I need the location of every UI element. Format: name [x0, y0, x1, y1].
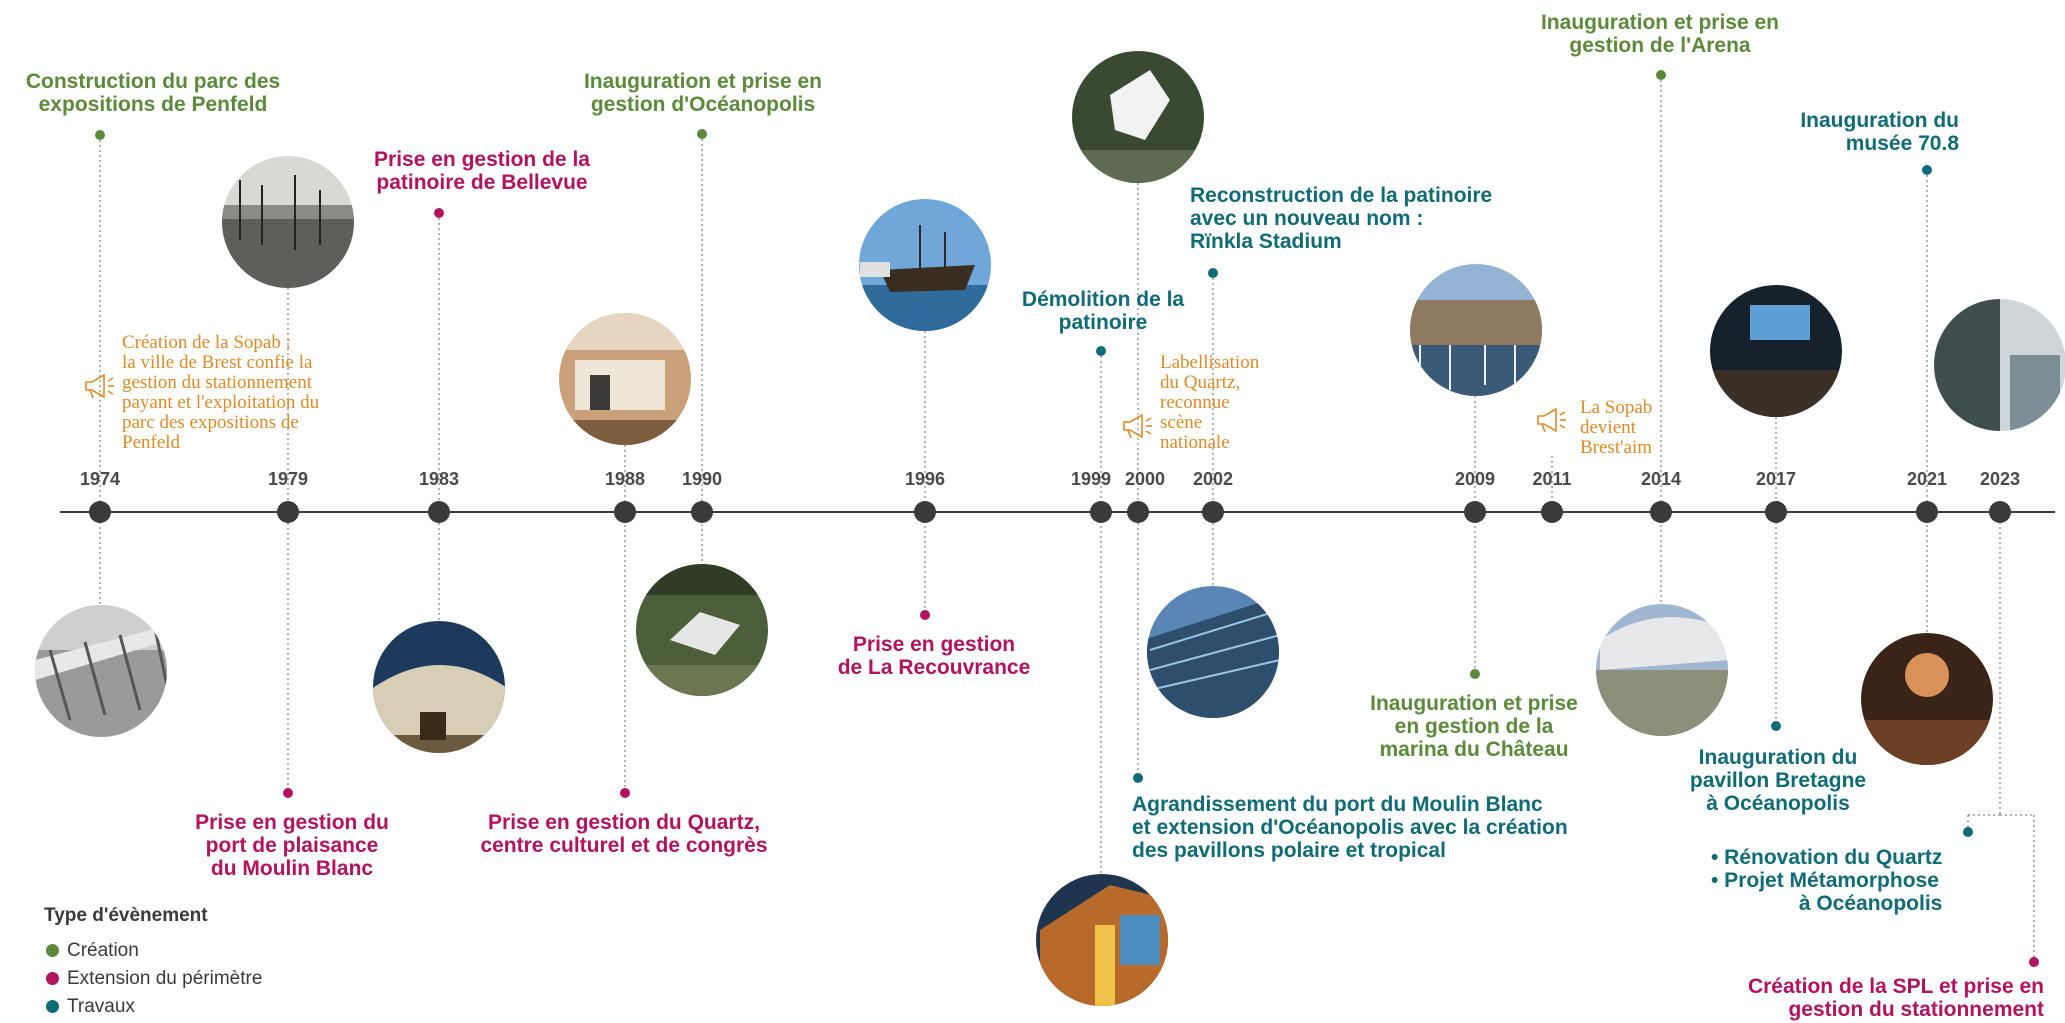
year-label: 2014 — [1640, 469, 1682, 489]
event-label-2023-travaux: • Rénovation du Quartz • Projet Métamorp… — [1711, 846, 1943, 915]
photo-1990 — [636, 564, 768, 696]
event-dot-1999 — [1096, 346, 1106, 356]
photo-2021 — [1861, 633, 1993, 765]
event-dot-2023-creation — [2029, 957, 2039, 967]
legend-item-travaux: Travaux — [46, 996, 135, 1018]
legend-dot — [46, 944, 59, 957]
year-marker-1979 — [277, 501, 299, 523]
legend-dot — [46, 972, 59, 985]
year-marker-2002 — [1202, 501, 1224, 523]
event-label-1988: Prise en gestion du Quartz,centre cultur… — [480, 811, 768, 857]
year-marker-1974 — [89, 501, 111, 523]
photo-1988 — [559, 313, 691, 445]
event-dot-1996 — [920, 610, 930, 620]
event-dot-1979 — [283, 788, 293, 798]
legend-item-extension: Extension du périmètre — [46, 968, 262, 990]
year-marker-1996 — [914, 501, 936, 523]
event-dots — [95, 70, 2039, 967]
year-label: 1983 — [418, 469, 460, 489]
year-marker-1988 — [614, 501, 636, 523]
year-marker-2021 — [1916, 501, 1938, 523]
photo-1999 — [1036, 874, 1168, 1006]
photo-1983 — [373, 621, 505, 753]
year-marker-2014 — [1650, 501, 1672, 523]
year-label: 2011 — [1532, 469, 1572, 489]
year-label: 1990 — [681, 469, 723, 489]
photo-2000 — [1072, 51, 1204, 183]
legend-label: Travaux — [67, 996, 135, 1017]
year-marker-2000 — [1127, 501, 1149, 523]
connector-lines — [99, 75, 2035, 962]
event-dot-1988 — [620, 788, 630, 798]
photo-2023 — [1934, 299, 2065, 431]
photo-1974 — [35, 605, 167, 737]
year-label: 2000 — [1124, 469, 1166, 489]
photo-2009 — [1410, 264, 1542, 396]
year-label: 1979 — [267, 469, 309, 489]
year-marker-1999 — [1090, 501, 1112, 523]
year-markers — [89, 501, 2011, 523]
year-label: 2017 — [1755, 469, 1797, 489]
year-label: 2009 — [1454, 469, 1496, 489]
year-label: 2021 — [1906, 469, 1948, 489]
photo-1979 — [222, 156, 354, 288]
legend-label: Création — [67, 940, 139, 961]
year-marker-2009 — [1464, 501, 1486, 523]
event-dot-2002 — [1208, 268, 1218, 278]
year-label: 1988 — [604, 469, 646, 489]
event-dot-2009 — [1470, 669, 1480, 679]
year-label: 1974 — [79, 469, 121, 489]
photo-2002 — [1147, 586, 1279, 718]
event-dot-1974 — [95, 130, 105, 140]
legend-item-creation: Création — [46, 940, 139, 962]
legend-title: Type d'évènement — [44, 905, 208, 926]
event-dot-2017 — [1771, 721, 1781, 731]
year-label: 2002 — [1192, 469, 1234, 489]
event-dot-2021 — [1922, 165, 1932, 175]
event-dot-1983 — [434, 208, 444, 218]
event-dot-2000 — [1133, 773, 1143, 783]
megaphone-icon — [1537, 407, 1566, 433]
megaphone-icon — [1123, 413, 1152, 439]
announcement-1979: Création de la Sopab :la ville de Brest … — [122, 332, 320, 453]
event-dot-2023-travaux — [1963, 827, 1973, 837]
year-marker-2011 — [1541, 501, 1563, 523]
photo-2017 — [1710, 285, 1842, 417]
legend-dot — [46, 1000, 59, 1013]
legend-label: Extension du périmètre — [67, 968, 263, 989]
megaphone-icon — [85, 373, 114, 399]
year-marker-2017 — [1765, 501, 1787, 523]
year-marker-2023 — [1989, 501, 2011, 523]
event-dot-1990 — [697, 129, 707, 139]
year-label: 1999 — [1070, 469, 1112, 489]
year-label: 2023 — [1979, 469, 2021, 489]
photo-1996 — [859, 199, 991, 331]
event-dot-2014 — [1656, 70, 1666, 80]
year-marker-1983 — [428, 501, 450, 523]
year-label: 1996 — [904, 469, 946, 489]
year-marker-1990 — [691, 501, 713, 523]
photo-2014 — [1596, 604, 1728, 736]
